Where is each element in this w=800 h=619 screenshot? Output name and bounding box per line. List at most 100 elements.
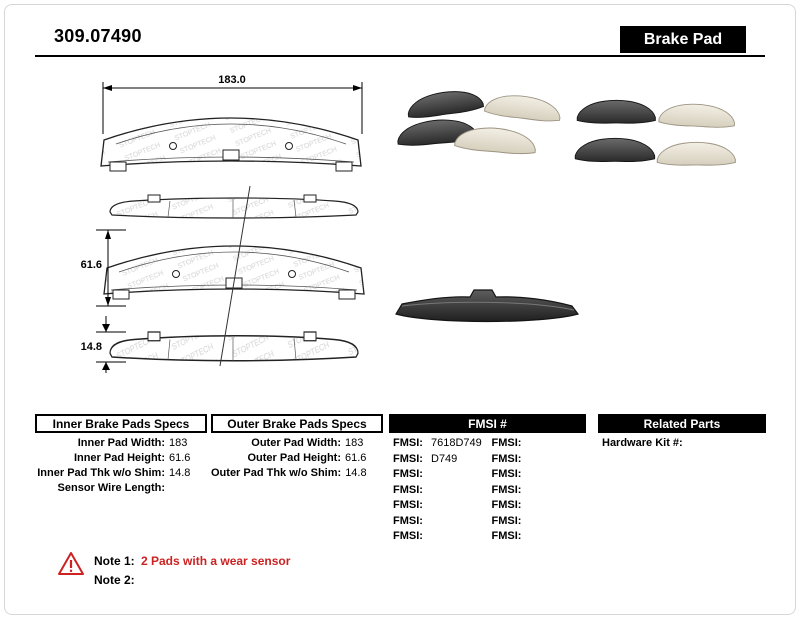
fmsi-row: FMSI:	[492, 529, 587, 545]
pad-side-photo	[395, 289, 580, 323]
note1-label: Note 1:	[94, 554, 135, 568]
pad-side-highlight	[401, 301, 575, 311]
fmsi-value	[528, 498, 530, 514]
fmsi-value: D749	[431, 452, 458, 465]
fmsi-header: FMSI #	[389, 414, 586, 433]
fmsi-value	[429, 529, 431, 545]
fmsi-label: FMSI:	[491, 452, 522, 465]
fmsi-value: 7618D749	[431, 437, 482, 449]
fmsi-row: FMSI:	[492, 514, 587, 530]
spec-label: Inner Pad Thk w/o Shim:	[37, 467, 165, 479]
product-type-badge: Brake Pad	[620, 26, 746, 53]
spec-row: Inner Pad Width: 183	[35, 436, 207, 451]
fmsi-row: FMSI:	[393, 467, 488, 483]
fmsi-label: FMSI:	[393, 530, 423, 542]
inner-specs-table: Inner Brake Pads Specs Inner Pad Width: …	[35, 414, 207, 496]
dim-height-label: 61.6	[81, 259, 102, 271]
spec-value: 14.8	[345, 467, 367, 479]
fmsi-row: FMSI:	[492, 452, 587, 468]
outer-specs-header: Outer Brake Pads Specs	[211, 414, 383, 433]
pad-photo-ceramic	[656, 141, 736, 166]
dimension-thickness: 14.8	[81, 316, 126, 373]
brake-pads-photo	[395, 86, 736, 166]
fmsi-value	[429, 514, 431, 530]
fmsi-row: FMSI:	[492, 498, 587, 514]
fmsi-label: FMSI:	[491, 483, 522, 496]
spec-row: Sensor Wire Length:	[35, 481, 207, 496]
fmsi-value	[528, 483, 530, 499]
spec-value: 61.6	[345, 452, 367, 464]
technical-drawings: STOPTECH 183.0	[81, 74, 365, 373]
dimension-width: 183.0	[102, 74, 363, 134]
fmsi-row: FMSI:	[393, 498, 488, 514]
pad-photo-ceramic	[658, 101, 736, 129]
fmsi-label: FMSI:	[393, 468, 423, 480]
part-number: 309.07490	[54, 26, 142, 46]
spec-value	[165, 481, 207, 496]
fmsi-label: FMSI:	[393, 514, 423, 527]
fmsi-value	[429, 483, 431, 499]
fmsi-label: FMSI:	[393, 437, 423, 449]
spec-row: Outer Pad Height: 61.6	[211, 451, 383, 466]
dim-thickness-label: 14.8	[81, 341, 102, 353]
warning-icon	[58, 552, 84, 575]
fmsi-right-column: FMSI: FMSI: FMSI: FMSI: FMSI: FMSI: FMSI…	[488, 436, 587, 545]
fmsi-value	[528, 452, 530, 468]
fmsi-table: FMSI # FMSI: 7618D749 FMSI: D749 FMSI: FMS…	[389, 414, 586, 545]
fmsi-row: FMSI:	[492, 436, 587, 452]
fmsi-value	[528, 529, 530, 545]
spec-label: Inner Pad Height:	[73, 452, 165, 464]
inner-specs-header: Inner Brake Pads Specs	[35, 414, 207, 433]
fmsi-value	[528, 436, 530, 452]
spec-label: Outer Pad Thk w/o Shim:	[211, 467, 342, 479]
fmsi-label: FMSI:	[393, 452, 423, 465]
dimension-height: 61.6	[81, 229, 126, 307]
pad-photo-ceramic	[483, 91, 563, 124]
fmsi-label: FMSI:	[491, 468, 522, 480]
fmsi-value	[429, 498, 431, 514]
dim-width-label: 183.0	[218, 74, 246, 86]
pad-photo-dark	[576, 99, 656, 124]
spec-label: Inner Pad Width:	[77, 437, 165, 449]
header-divider	[35, 55, 765, 57]
break-line	[219, 185, 251, 367]
pad-photo-dark	[574, 137, 656, 162]
fmsi-label: FMSI:	[393, 499, 423, 511]
spec-row: Outer Pad Thk w/o Shim: 14.8	[211, 466, 383, 481]
related-parts-header: Related Parts	[598, 414, 766, 433]
spec-value: 14.8	[169, 467, 191, 479]
fmsi-value	[528, 467, 530, 483]
fmsi-value	[528, 514, 530, 530]
fmsi-label: FMSI:	[491, 499, 522, 511]
spec-value: 183	[345, 437, 364, 449]
spec-label: Outer Pad Width:	[251, 437, 341, 449]
fmsi-row: FMSI: D749	[393, 452, 488, 468]
spec-value: 61.6	[169, 452, 191, 464]
spec-row: Inner Pad Thk w/o Shim: 14.8	[35, 466, 207, 481]
fmsi-left-column: FMSI: 7618D749 FMSI: D749 FMSI: FMSI: FMSI…	[389, 436, 488, 545]
spec-label: Sensor Wire Length:	[57, 482, 165, 494]
fmsi-label: FMSI:	[491, 530, 522, 542]
spec-label: Outer Pad Height:	[247, 452, 341, 464]
spec-value: 183	[169, 437, 188, 449]
related-parts-table: Related Parts Hardware Kit #:	[598, 414, 766, 451]
spec-row: Outer Pad Width: 183	[211, 436, 383, 451]
fmsi-label: FMSI:	[491, 514, 522, 527]
note2-label: Note 2:	[94, 573, 135, 587]
spec-row: Inner Pad Height: 61.6	[35, 451, 207, 466]
note1-text: 2 Pads with a wear sensor	[141, 554, 291, 568]
fmsi-value	[429, 467, 431, 483]
outer-specs-table: Outer Brake Pads Specs Outer Pad Width: …	[211, 414, 383, 481]
fmsi-row: FMSI:	[492, 467, 587, 483]
fmsi-label: FMSI:	[393, 483, 423, 496]
pad-photo-dark	[405, 86, 485, 121]
fmsi-row: FMSI:	[393, 483, 488, 499]
fmsi-row: FMSI: 7618D749	[393, 436, 488, 452]
pad-side-shape	[395, 289, 580, 323]
fmsi-row: FMSI:	[492, 483, 587, 499]
related-label: Hardware Kit #:	[602, 437, 683, 449]
related-parts-row: Hardware Kit #:	[598, 436, 766, 451]
fmsi-row: FMSI:	[393, 529, 488, 545]
fmsi-label: FMSI:	[491, 437, 522, 449]
fmsi-row: FMSI:	[393, 514, 488, 530]
